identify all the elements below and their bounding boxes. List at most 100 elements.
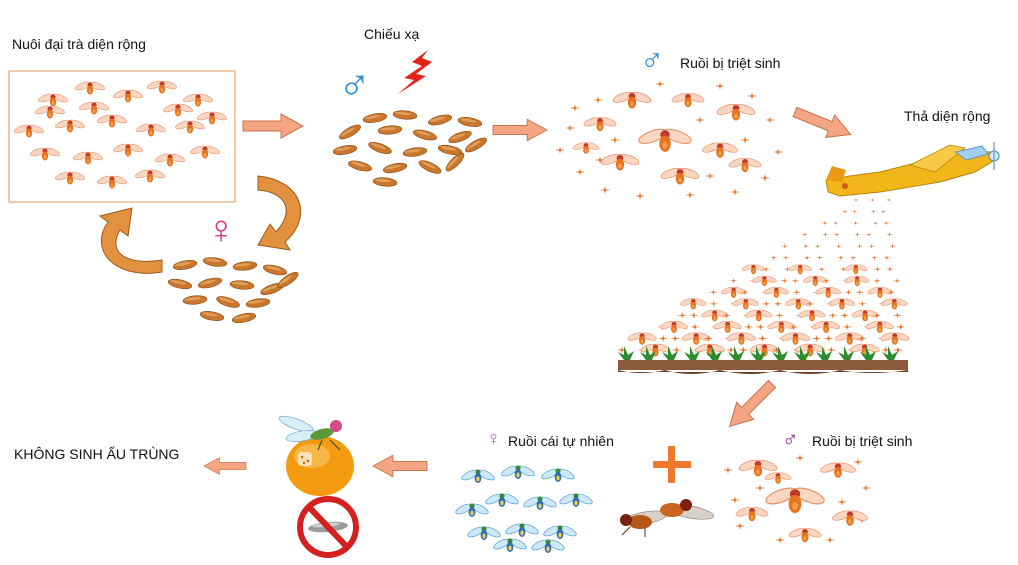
irradiation-label: Chiếu xạ — [364, 26, 420, 42]
released-fly — [802, 243, 809, 249]
released-fly — [766, 319, 797, 334]
mating-pair-icon — [620, 499, 714, 537]
released-fly — [744, 308, 774, 322]
released-fly — [802, 274, 829, 287]
released-fly — [886, 266, 894, 272]
released-fly — [854, 232, 861, 237]
released-fly — [791, 278, 799, 284]
released-fly — [680, 330, 712, 346]
released-fly — [762, 300, 771, 307]
released-fly — [893, 346, 903, 354]
released-fly — [834, 232, 840, 237]
released-fly — [787, 262, 813, 275]
released-fly — [797, 308, 827, 322]
plant-icon — [838, 346, 854, 360]
released-fly — [843, 262, 869, 275]
released-fly — [866, 232, 872, 237]
released-fly — [773, 300, 782, 307]
released-fly — [880, 296, 909, 310]
released-fly — [725, 330, 757, 346]
released-fly — [756, 323, 765, 331]
plant-icon — [882, 346, 898, 360]
mass-rearing-box — [8, 70, 236, 203]
released-fly — [856, 243, 863, 249]
mass-rearing-label: Nuôi đại trà diện rộng — [12, 36, 146, 52]
sterile-males-top-label: Ruồi bị triệt sinh — [680, 55, 781, 71]
released-fly — [770, 255, 777, 261]
ground-strip — [618, 360, 908, 374]
released-fly — [626, 330, 658, 346]
released-fly — [779, 330, 812, 346]
arrow-to-mating — [720, 375, 781, 436]
released-fly — [852, 209, 858, 214]
plant-icon — [816, 346, 832, 360]
arrow-to-release — [790, 100, 856, 147]
released-fly — [872, 221, 879, 226]
female-symbol-wild: ♀ — [486, 428, 501, 450]
wild-females-cloud — [453, 463, 595, 554]
released-fly — [775, 312, 784, 319]
released-fly — [811, 319, 842, 334]
released-fly — [730, 278, 737, 284]
plus-icon — [653, 446, 691, 483]
released-fly — [802, 232, 808, 237]
released-fly — [814, 285, 842, 299]
plant-icon — [794, 346, 810, 360]
released-fly — [886, 198, 892, 202]
released-fly — [822, 232, 829, 237]
released-fly — [889, 243, 896, 249]
plant-icon — [750, 346, 766, 360]
released-fly — [818, 266, 825, 272]
released-fly — [896, 323, 905, 331]
released-fly — [751, 274, 778, 287]
released-fly — [812, 335, 821, 342]
released-fly — [850, 255, 857, 261]
released-fly — [870, 198, 875, 202]
plant-icon — [684, 346, 700, 360]
released-fly — [689, 312, 698, 319]
released-fly — [709, 300, 718, 307]
male-symbol-sterile-top: ♂ — [640, 42, 664, 78]
arrow-to-result — [203, 457, 247, 475]
released-fly — [871, 255, 878, 261]
plant-icon — [662, 346, 678, 360]
released-fly — [834, 330, 866, 346]
male-symbol-sterile-bottom: ♂ — [782, 427, 799, 452]
plant-icon — [706, 346, 722, 360]
released-fly — [850, 308, 880, 322]
released-fly — [828, 312, 837, 319]
released-fly — [868, 243, 875, 249]
released-fly — [840, 312, 849, 319]
prohibited-icon — [297, 496, 359, 558]
released-fly — [856, 289, 864, 296]
orange-fruit-icon — [286, 436, 354, 496]
plant-icon — [618, 346, 898, 360]
released-fly — [835, 243, 842, 249]
released-fly — [804, 255, 811, 261]
released-fly — [678, 312, 687, 319]
released-fly — [784, 296, 813, 310]
released-fly — [864, 319, 895, 334]
sterile-males-top-cloud — [555, 80, 783, 200]
plant-icon — [772, 346, 788, 360]
plant-icon — [860, 346, 876, 360]
plant-icon — [728, 346, 744, 360]
released-fly — [886, 232, 893, 237]
released-fly — [833, 221, 839, 226]
released-fly — [824, 335, 833, 342]
sterile-males-bottom-label: Ruồi bị triệt sinh — [812, 433, 913, 449]
released-fly — [679, 296, 708, 310]
released-fly — [782, 255, 790, 261]
released-flies-spray — [617, 198, 911, 357]
released-fly — [793, 289, 801, 296]
plant-icon — [640, 346, 656, 360]
lightning-icon — [398, 50, 432, 94]
female-symbol-rearing: ♀ — [206, 208, 236, 252]
wide-release-label: Thả diện rộng — [904, 108, 991, 124]
released-fly — [822, 221, 828, 226]
released-fly — [781, 243, 788, 249]
wild-females-label: Ruồi cái tự nhiên — [508, 433, 614, 449]
released-fly — [670, 335, 680, 342]
fly-on-fruit-icon — [278, 415, 342, 451]
